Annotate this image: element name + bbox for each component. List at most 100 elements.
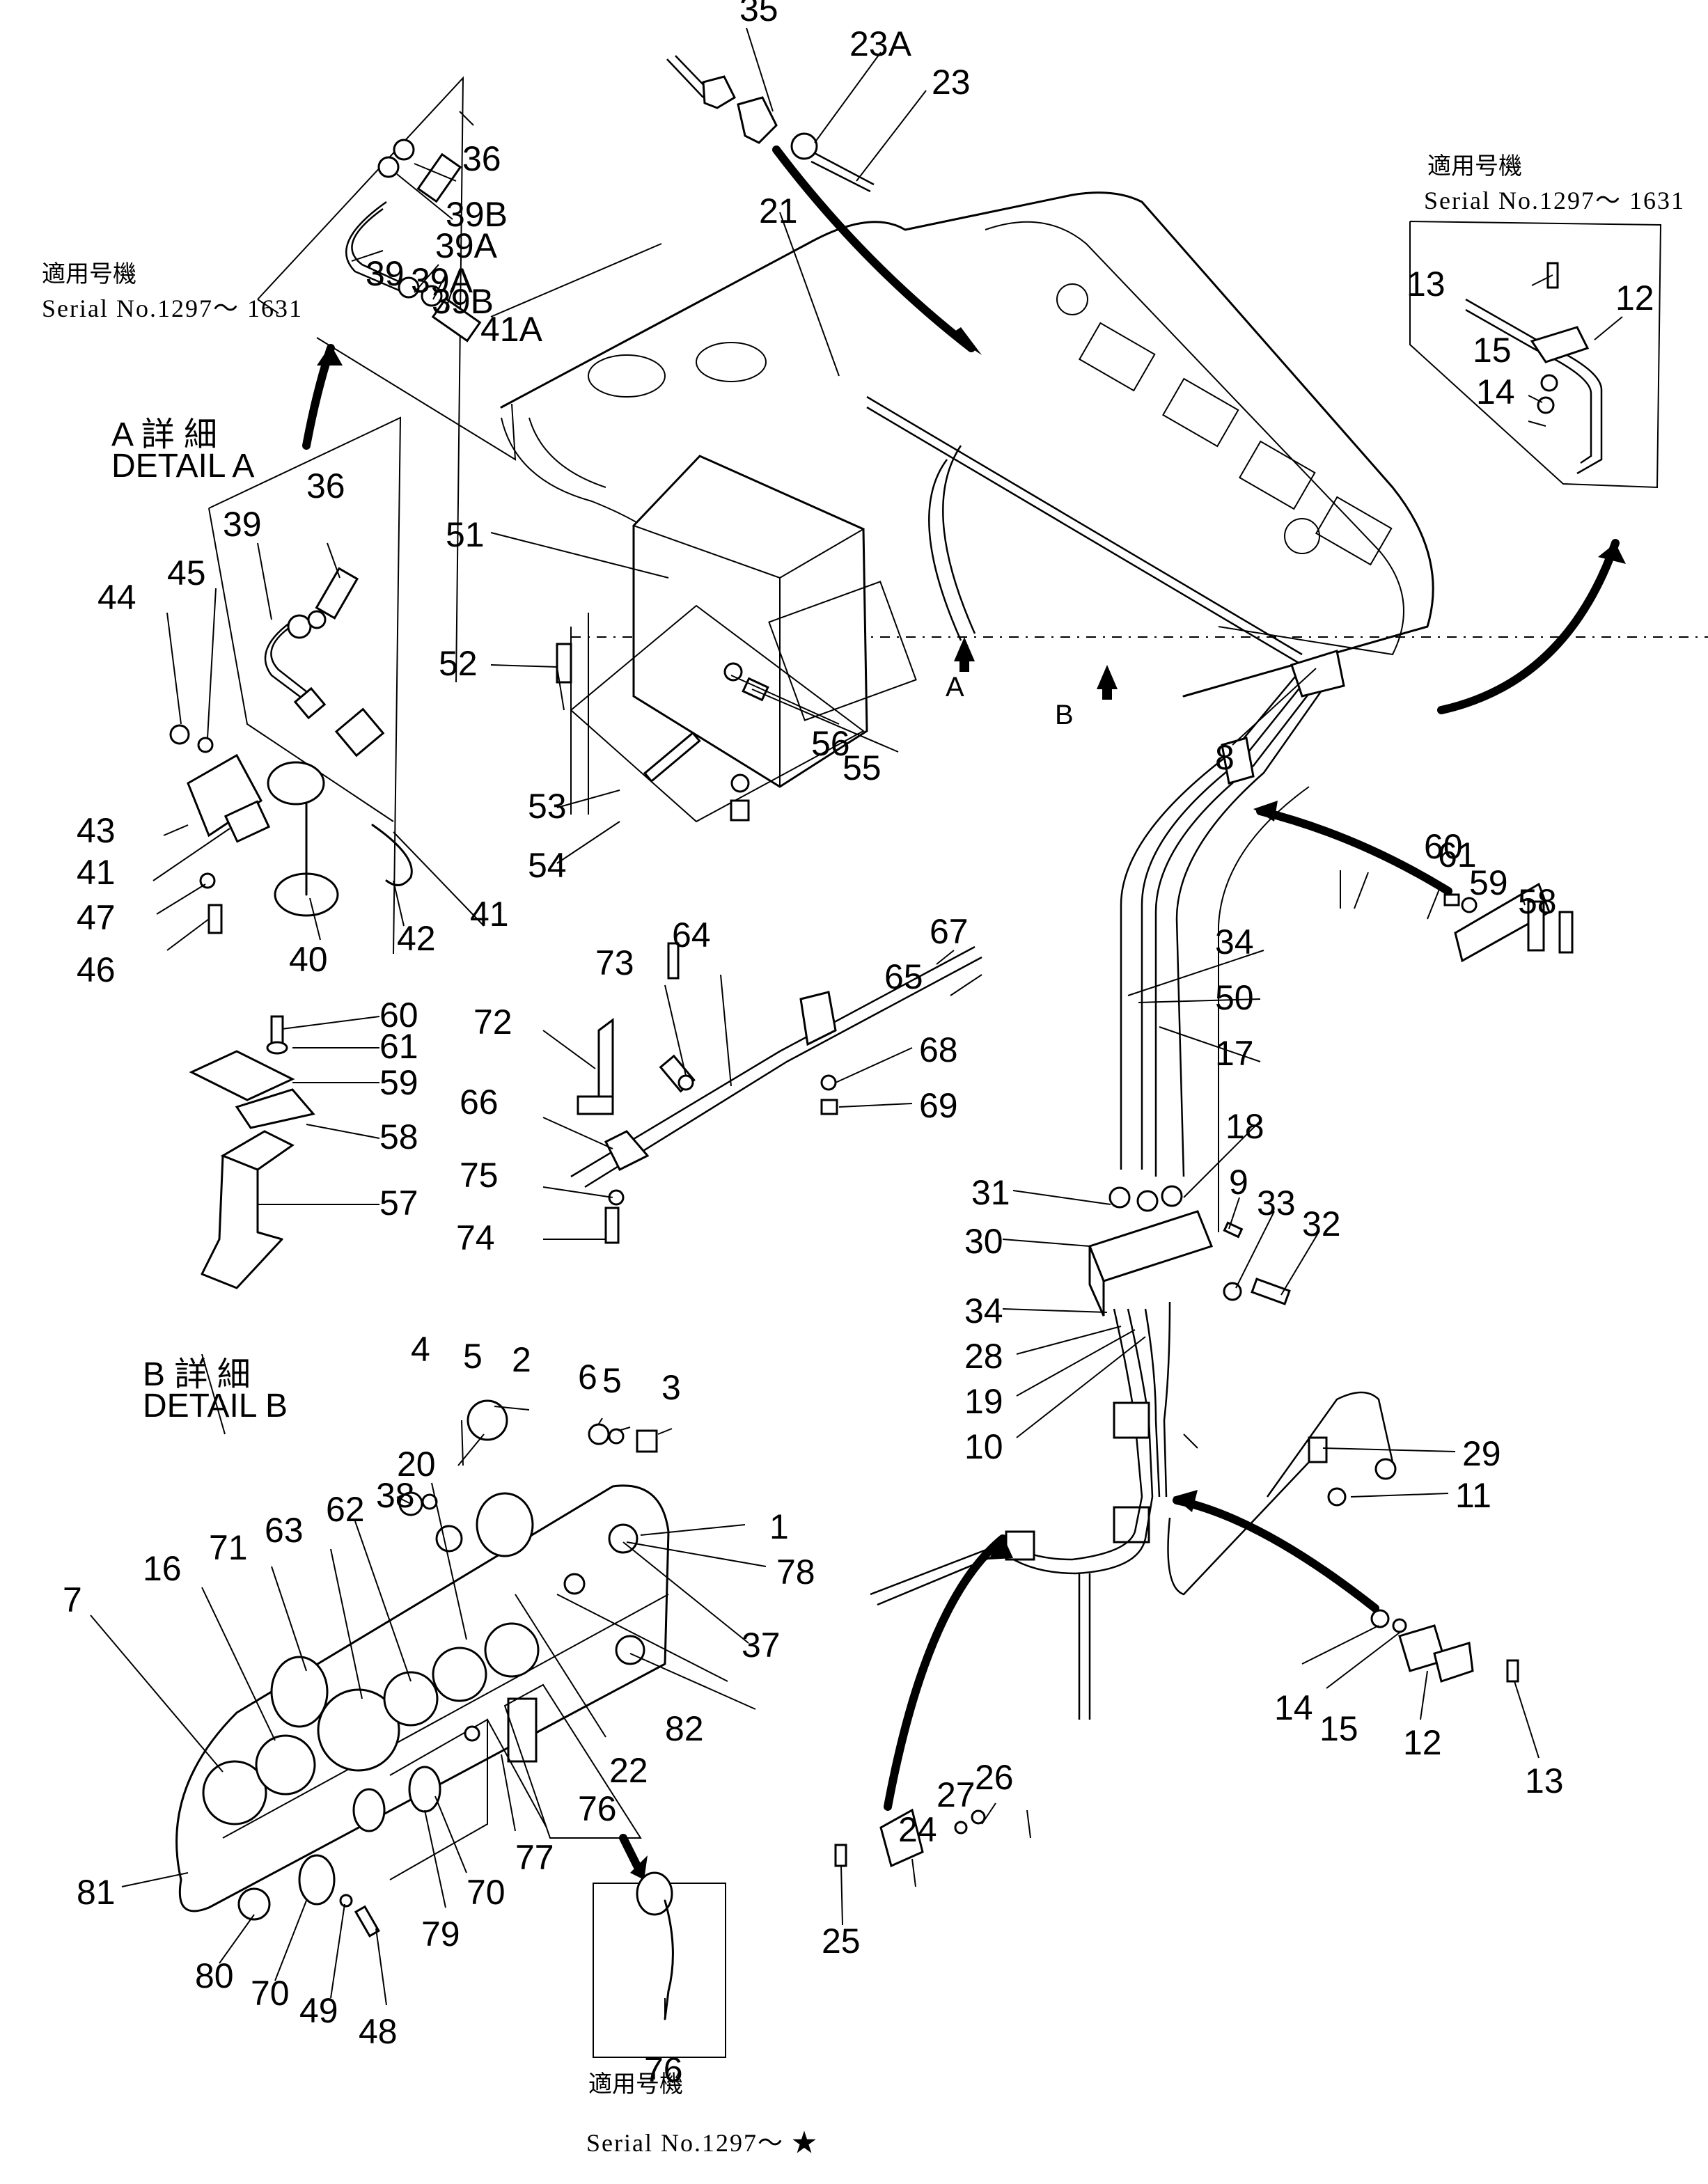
callout-78: 78: [776, 1553, 815, 1592]
callout-61-right: 61: [1438, 835, 1477, 874]
callout-73: 73: [595, 943, 634, 982]
arrow-to-right-detail: [1437, 539, 1620, 714]
callout-41-right: 41: [470, 895, 509, 934]
callout-74: 74: [456, 1218, 495, 1257]
top-fitting-assembly: [666, 55, 982, 355]
serial-note-a: Serial No.1297～ 1631: [42, 294, 303, 322]
view-markers: A B: [946, 637, 1118, 730]
callout-17: 17: [1215, 1034, 1254, 1073]
applicable-serial-jp-a: 適用号機: [42, 260, 136, 288]
callout-66: 66: [460, 1083, 499, 1122]
callout-54: 54: [528, 846, 567, 885]
callout-34-lower: 34: [964, 1291, 1003, 1330]
callout-63: 63: [265, 1511, 304, 1550]
callout-11: 11: [1455, 1476, 1491, 1515]
callout-39a-upper: 39A: [435, 226, 498, 265]
callout-69: 69: [919, 1086, 958, 1125]
detail-a-label: DETAIL A: [111, 448, 254, 485]
serial-note-key: Serial No.1297～ ★: [586, 2129, 818, 2157]
callout-70-left: 70: [251, 1974, 290, 2013]
callout-36-lower: 36: [306, 466, 345, 505]
callout-82: 82: [665, 1709, 704, 1748]
callout-77: 77: [515, 1838, 554, 1877]
callout-25: 25: [822, 1922, 861, 1961]
detail-a-upper-frame: [257, 76, 517, 683]
detail-b-label: DETAIL B: [143, 1388, 288, 1424]
callout-75: 75: [460, 1156, 499, 1195]
callout-56: 56: [811, 724, 850, 763]
callout-36-upper: 36: [462, 139, 501, 178]
callout-39b-lower: 39B: [432, 282, 494, 321]
callout-39-lower: 39: [223, 505, 262, 544]
callout-23a: 23A: [849, 24, 912, 63]
callout-26: 26: [975, 1758, 1014, 1797]
callout-32: 32: [1302, 1204, 1341, 1243]
callout-42: 42: [397, 919, 436, 958]
callout-60-left: 60: [379, 996, 418, 1035]
callout-6: 6: [578, 1358, 597, 1397]
callout-13-upper: 13: [1407, 265, 1445, 304]
leader-lines: [90, 27, 1623, 2019]
callout-41a: 41A: [480, 310, 543, 349]
callout-40: 40: [289, 940, 328, 979]
callout-58-left: 58: [379, 1117, 418, 1156]
callout-76-key: 76: [644, 2050, 683, 2089]
callout-39b-upper: 39B: [446, 195, 508, 234]
detail-b-jp: B 詳 細: [143, 1356, 251, 1393]
callout-57: 57: [379, 1184, 418, 1223]
callout-30: 30: [964, 1222, 1003, 1261]
callout-43: 43: [77, 811, 116, 850]
callout-81: 81: [77, 1873, 116, 1912]
callout-35: 35: [739, 0, 778, 29]
serial-note-b: Serial No.1297～ 1631: [1424, 187, 1685, 214]
callout-52: 52: [439, 644, 478, 683]
callout-19: 19: [964, 1382, 1003, 1421]
callout-38: 38: [376, 1476, 415, 1515]
gauge-pipe-bundle: [870, 650, 1397, 1720]
callout-48: 48: [359, 2012, 398, 2051]
callout-41-left: 41: [77, 853, 116, 892]
callout-16: 16: [143, 1549, 182, 1588]
right-detail-frame: [1409, 221, 1662, 489]
callout-5-right: 5: [602, 1361, 622, 1400]
callout-14-lower: 14: [1274, 1688, 1313, 1727]
callout-50: 50: [1215, 978, 1254, 1017]
callout-62: 62: [326, 1490, 365, 1529]
bundle-clamp-parts: [1253, 801, 1574, 963]
callout-79: 79: [421, 1915, 460, 1954]
callout-37: 37: [742, 1626, 781, 1665]
applicable-serial-jp-b: 適用号機: [1427, 152, 1522, 180]
callout-51: 51: [446, 515, 485, 554]
callout-14-upper: 14: [1476, 372, 1515, 411]
callout-20: 20: [397, 1445, 436, 1484]
callout-12-lower: 12: [1403, 1723, 1442, 1762]
callout-59-right: 59: [1469, 863, 1508, 902]
applicable-serial-jp-key: 適用号機: [588, 2071, 683, 2098]
callout-60-right: 60: [1424, 827, 1463, 866]
callout-47: 47: [77, 898, 116, 937]
callout-24: 24: [898, 1810, 937, 1849]
callout-8: 8: [1215, 738, 1235, 777]
callout-67: 67: [930, 912, 969, 951]
callout-28: 28: [964, 1337, 1003, 1376]
detail-a-jp: A 詳 細: [111, 416, 217, 453]
callout-23: 23: [932, 63, 971, 102]
callout-80: 80: [195, 1956, 234, 1995]
marker-a: A: [946, 672, 964, 702]
callout-31: 31: [971, 1173, 1010, 1212]
callout-59-left: 59: [379, 1063, 418, 1102]
callout-46: 46: [77, 950, 116, 989]
callout-10: 10: [964, 1427, 1003, 1466]
callout-5-left: 5: [463, 1337, 483, 1376]
relay-box: [570, 455, 917, 823]
callout-76-panel: 76: [578, 1789, 617, 1828]
callout-53: 53: [528, 787, 567, 826]
callout-64: 64: [672, 916, 711, 954]
callout-4: 4: [411, 1330, 430, 1369]
callout-70-right: 70: [467, 1873, 506, 1912]
callout-9: 9: [1229, 1163, 1248, 1202]
detail-b-bracket: [189, 1015, 315, 1289]
callout-34-upper: 34: [1215, 922, 1254, 961]
callout-12-upper: 12: [1615, 278, 1654, 317]
